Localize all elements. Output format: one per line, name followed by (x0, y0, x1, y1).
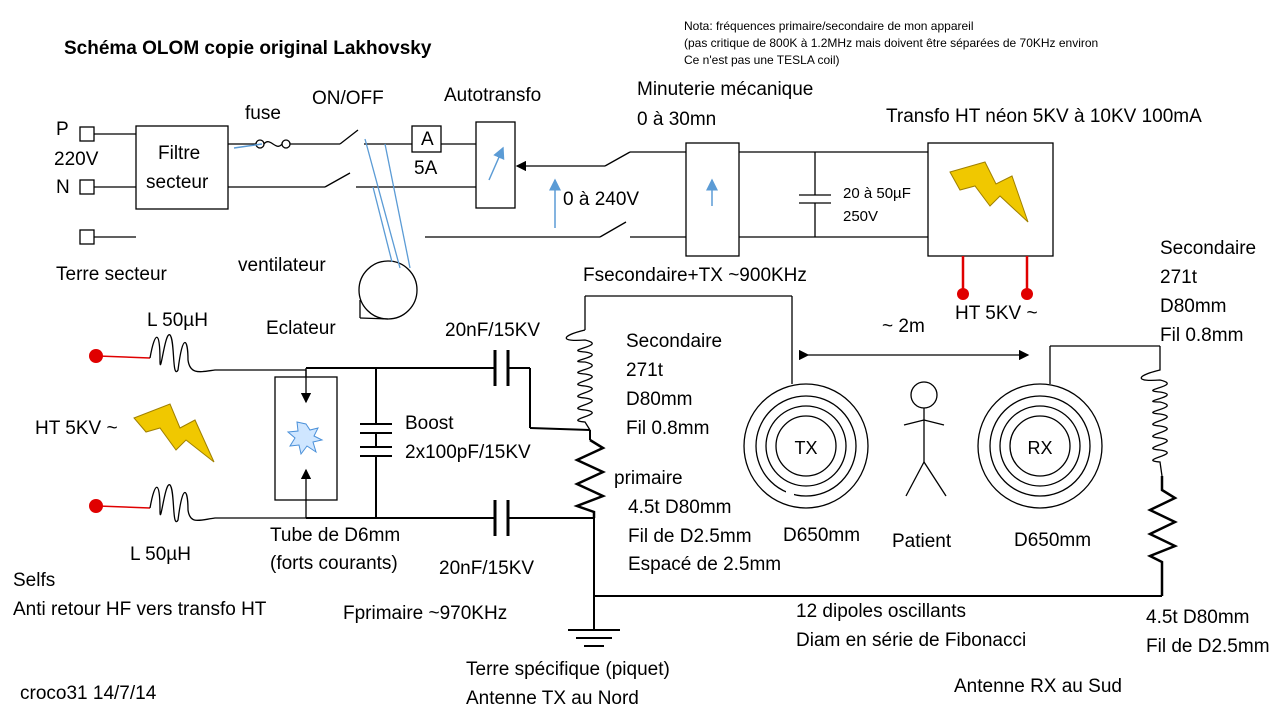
rx-coil-line-2: Fil de D2.5mm (1146, 636, 1270, 657)
rx-secondary-line-3: D80mm (1160, 296, 1227, 317)
ht-transformer-box (927, 142, 1054, 257)
choke-bottom-coil (149, 484, 306, 523)
rx-antenna-label: Antenne RX au Sud (954, 676, 1122, 697)
primary-line-2: 4.5t D80mm (628, 497, 732, 518)
ammeter-symbol: A (421, 129, 434, 150)
fan-label: ventilateur (238, 255, 326, 276)
primary-coil (573, 438, 607, 518)
spark-gap-label: Eclateur (266, 318, 336, 339)
ht-input-label: HT 5KV ~ (35, 418, 118, 439)
rx-diameter: D650mm (1014, 530, 1092, 551)
tx-secondary-coil (565, 329, 593, 431)
earth-specific-line-1: Terre spécifique (piquet) (466, 659, 670, 680)
distance-label: ~ 2m (882, 316, 925, 337)
fprim-label: Fprimaire ~970KHz (343, 603, 508, 624)
author-label: croco31 14/7/14 (20, 683, 157, 704)
patient-figure (903, 381, 947, 497)
tube-label-2: (forts courants) (270, 553, 398, 574)
n-label: N (56, 177, 70, 198)
tx-secondary-line-4: Fil 0.8mm (626, 418, 710, 439)
lightning-bolt-icon (949, 161, 1029, 223)
primary-line-4: Espacé de 2.5mm (628, 554, 782, 575)
fan-icon (358, 260, 418, 320)
note-line-3: Ce n'est pas une TESLA coil) (684, 53, 840, 67)
mains-filter-box (135, 125, 229, 210)
choke-top-coil (149, 334, 306, 373)
cap-bottom-label: 20nF/15KV (439, 558, 535, 579)
rx-secondary-line-1: Secondaire (1160, 238, 1257, 259)
fuse-label: fuse (245, 103, 281, 124)
dipoles-line-1: 12 dipoles oscillants (796, 601, 967, 622)
autotransfo-box (475, 121, 516, 209)
autotransfo-label: Autotransfo (444, 85, 542, 106)
ammeter-rating: 5A (414, 158, 438, 179)
timer-label-2: 0 à 30mn (637, 109, 717, 130)
capacitor-label-2: 250V (843, 208, 879, 225)
fsec-label: Fsecondaire+TX ~900KHz (583, 265, 807, 286)
rx-primary-coil (1146, 476, 1179, 596)
switch-top-icon (339, 129, 359, 145)
tx-diameter: D650mm (783, 525, 861, 546)
switch-label: ON/OFF (312, 88, 384, 109)
ht-out-terminal-2 (1021, 288, 1033, 300)
rx-secondary-line-4: Fil 0.8mm (1160, 325, 1244, 346)
earth-specific-line-2: Antenne TX au Nord (466, 688, 639, 709)
timer-label-1: Minuterie mécanique (637, 79, 814, 100)
capacitor-label-1: 20 à 50µF (843, 185, 911, 202)
voltage-label: 220V (54, 149, 99, 170)
choke-bottom-label: L 50µH (130, 544, 191, 565)
autotransfo-range: 0 à 240V (563, 189, 640, 210)
selfs-label-2: Anti retour HF vers transfo HT (13, 599, 267, 620)
boost-label-2: 2x100pF/15KV (405, 442, 531, 463)
choke-top-label: L 50µH (147, 310, 208, 331)
lightning-bolt-icon-2 (133, 403, 215, 463)
filter-label-1: Filtre (158, 143, 201, 164)
terminal-earth (79, 229, 95, 245)
tx-secondary-line-3: D80mm (626, 389, 693, 410)
dipoles-line-2: Diam en série de Fibonacci (796, 630, 1027, 651)
tx-antenna-outer (743, 383, 869, 509)
terminal-p (79, 126, 95, 142)
spark-icon (286, 421, 324, 456)
tx-name: TX (794, 438, 817, 458)
tx-secondary-line-1: Secondaire (626, 331, 723, 352)
rx-antenna-outer (977, 383, 1103, 509)
tube-label-1: Tube de D6mm (270, 525, 401, 546)
boost-label-1: Boost (405, 413, 454, 434)
cap-top-label: 20nF/15KV (445, 320, 541, 341)
ht-out-terminal-1 (957, 288, 969, 300)
ht-output-label: HT 5KV ~ (955, 303, 1038, 324)
rx-secondary-coil (1140, 346, 1168, 477)
note-line-2: (pas critique de 800K à 1.2MHz mais doiv… (684, 36, 1099, 50)
ammeter-box (411, 125, 442, 153)
tx-secondary-line-2: 271t (626, 360, 663, 381)
rx-coil-line-1: 4.5t D80mm (1146, 607, 1250, 628)
rx-secondary-line-2: 271t (1160, 267, 1197, 288)
terminal-n (79, 179, 95, 195)
diagram-title: Schéma OLOM copie original Lakhovsky (64, 38, 432, 59)
filter-label-2: secteur (146, 172, 209, 193)
patient-label: Patient (892, 531, 952, 552)
ht-in-terminal-top (89, 349, 103, 363)
ht-in-terminal-bottom (89, 499, 103, 513)
selfs-label-1: Selfs (13, 570, 56, 591)
p-label: P (56, 119, 69, 140)
primary-line-3: Fil de D2.5mm (628, 526, 752, 547)
ht-transfo-label: Transfo HT néon 5KV à 10KV 100mA (886, 106, 1202, 127)
timer-box (685, 142, 740, 257)
earth-label: Terre secteur (56, 264, 167, 285)
note-line-1: Nota: fréquences primaire/secondaire de … (684, 19, 974, 33)
rx-name: RX (1027, 438, 1052, 458)
primary-line-1: primaire (614, 468, 683, 489)
switch-bottom-icon (324, 172, 351, 188)
